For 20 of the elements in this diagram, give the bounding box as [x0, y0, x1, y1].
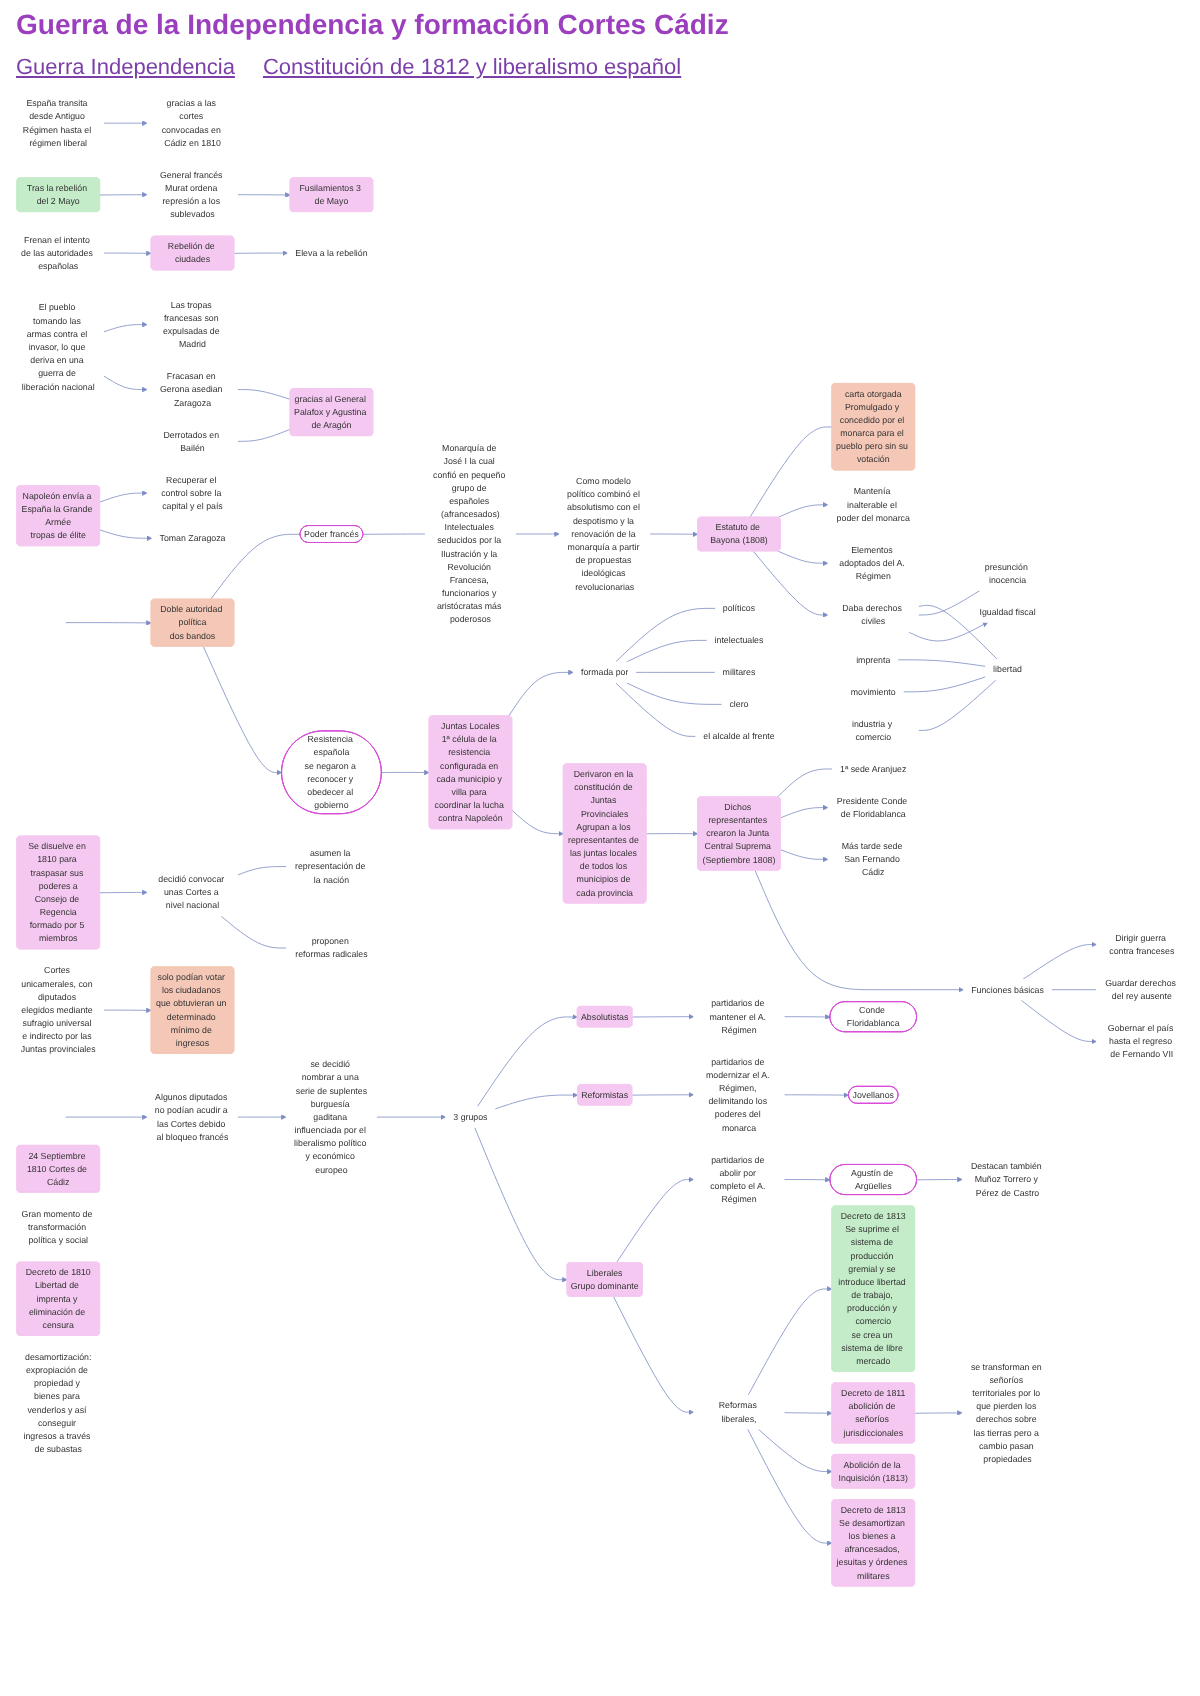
connector: [220, 915, 287, 949]
connector: [626, 639, 708, 663]
connector: [918, 589, 981, 616]
connector: [777, 768, 833, 798]
connector: [918, 604, 998, 660]
connector: [615, 607, 716, 663]
connector: [237, 389, 291, 400]
connector: [615, 682, 697, 737]
connector: [237, 866, 287, 876]
page-title: Guerra de la Independencia y formación Cortes Cádiz: [16, 8, 729, 40]
connector: [237, 428, 291, 442]
section-heading: Constitución de 1812 y liberalismo español: [262, 56, 682, 80]
connector: [918, 679, 997, 731]
connector: [635, 671, 716, 673]
connector: [362, 533, 426, 535]
connector: [1051, 989, 1098, 991]
connector: [897, 659, 986, 667]
connector: [626, 682, 723, 705]
connector: [902, 676, 986, 693]
connector: [210, 533, 301, 600]
